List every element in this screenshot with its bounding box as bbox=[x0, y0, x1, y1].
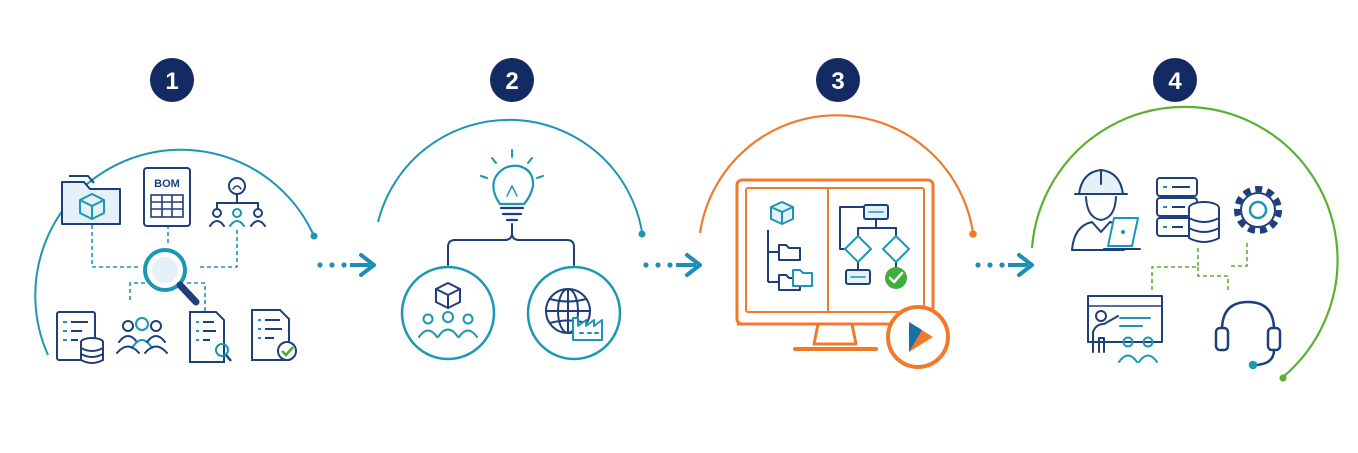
step-4-connectors bbox=[1151, 243, 1248, 292]
folder-tree-icon bbox=[767, 230, 813, 291]
arrow-step-2-to-3 bbox=[643, 253, 702, 277]
lightbulb-icon bbox=[480, 149, 544, 222]
step-3-number: 3 bbox=[831, 68, 844, 95]
bom-sheet-icon: BOM bbox=[143, 167, 191, 227]
step-1-arc-end-dot bbox=[310, 232, 318, 240]
engineer-laptop-icon bbox=[1071, 169, 1141, 251]
step-4: 4 bbox=[1030, 58, 1339, 382]
step-1: 1 BOM bbox=[34, 58, 318, 364]
step-2-badge: 2 bbox=[490, 58, 534, 102]
step-3-arc bbox=[698, 114, 975, 234]
globe-factory-icon bbox=[526, 265, 622, 361]
people-group-icon bbox=[116, 317, 168, 354]
arrow-step-3-to-4 bbox=[975, 253, 1034, 277]
org-chart-icon bbox=[209, 177, 266, 227]
step-2-arc-end-dot bbox=[638, 230, 646, 238]
document-check-icon bbox=[251, 309, 297, 361]
step-1-number: 1 bbox=[165, 68, 178, 95]
step-3: 3 bbox=[698, 58, 977, 369]
step-1-arc bbox=[34, 148, 315, 356]
step-1-connectors bbox=[91, 225, 238, 318]
step-2-branch-lines bbox=[447, 223, 575, 266]
cube-team-icon bbox=[400, 265, 496, 361]
step-4-number: 4 bbox=[1168, 68, 1182, 95]
gear-icon bbox=[1234, 186, 1282, 234]
step-3-badge: 3 bbox=[816, 58, 860, 102]
step-1-badge: 1 bbox=[150, 58, 194, 102]
arrow-step-1-to-2 bbox=[317, 253, 376, 277]
folder-cube-icon bbox=[61, 175, 121, 225]
database-list-icon bbox=[56, 311, 104, 364]
bom-label: BOM bbox=[154, 178, 180, 190]
magnifier-icon bbox=[143, 248, 200, 306]
step-4-badge: 4 bbox=[1153, 58, 1197, 102]
step-2-number: 2 bbox=[505, 68, 518, 95]
trainer-board-icon bbox=[1087, 295, 1163, 363]
step-3-arc-end-dot bbox=[969, 230, 977, 238]
headset-icon bbox=[1214, 300, 1282, 370]
step-4-arc-end-dot bbox=[1279, 374, 1287, 382]
step-2-arc bbox=[377, 118, 643, 233]
flowchart-icon bbox=[839, 204, 910, 289]
cube-icon bbox=[770, 201, 794, 225]
document-search-icon bbox=[189, 311, 232, 363]
step-2: 2 bbox=[377, 58, 646, 361]
step-4-arc bbox=[1030, 105, 1339, 378]
play-button-icon bbox=[886, 305, 950, 369]
server-database-icon bbox=[1156, 177, 1220, 243]
